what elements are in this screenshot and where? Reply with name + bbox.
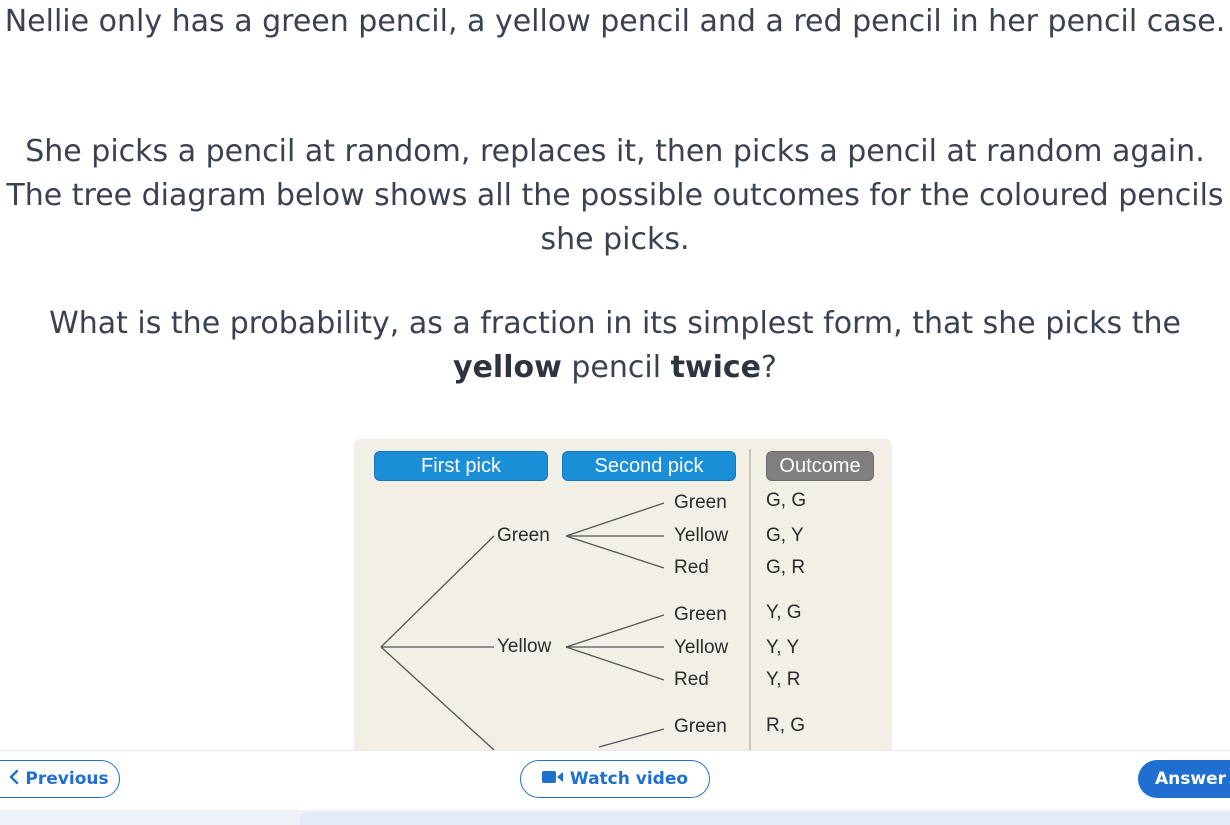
header-outcome: Outcome bbox=[766, 451, 874, 481]
branch-yg bbox=[565, 614, 665, 648]
outcome-2: G, Y bbox=[766, 525, 804, 546]
watch-video-button[interactable]: Watch video bbox=[520, 760, 710, 798]
outcome-3: G, R bbox=[766, 557, 806, 578]
question-end: ? bbox=[761, 350, 777, 385]
question-line-2: She picks a pencil at random, replaces i… bbox=[6, 134, 1224, 257]
previous-button[interactable]: Previous bbox=[0, 760, 120, 798]
second-label-6: Red bbox=[674, 669, 709, 690]
second-label-4: Green bbox=[674, 604, 727, 625]
watch-video-label: Watch video bbox=[569, 769, 689, 789]
previous-label: Previous bbox=[25, 769, 109, 789]
tree-branches bbox=[380, 449, 751, 750]
second-label-5: Yellow bbox=[674, 637, 729, 658]
branch-gr bbox=[565, 535, 665, 569]
branch-gg bbox=[565, 502, 665, 537]
answer-button[interactable]: Answer bbox=[1138, 760, 1230, 798]
outcome-7: R, G bbox=[766, 715, 806, 736]
chevron-left-icon bbox=[9, 769, 19, 790]
header-second-pick: Second pick bbox=[562, 451, 736, 481]
outcome-5: Y, Y bbox=[766, 637, 800, 658]
question-line-1: Nellie only has a green pencil, a yellow… bbox=[4, 4, 1226, 39]
second-label-3: Red bbox=[674, 557, 709, 578]
branch-yr bbox=[565, 646, 665, 681]
branch-rg bbox=[598, 728, 665, 748]
emphasis-yellow: yellow bbox=[453, 350, 562, 385]
tree-diagram: First pick Second pick Outcome Green Yel… bbox=[354, 439, 892, 750]
second-label-2: Yellow bbox=[674, 525, 729, 546]
bottom-strip-highlight bbox=[300, 812, 1230, 825]
outcome-4: Y, G bbox=[766, 602, 802, 623]
question-prefix: What is the probability, as a fraction i… bbox=[49, 306, 1181, 341]
video-camera-icon bbox=[541, 769, 564, 789]
second-label-7: Green bbox=[674, 716, 727, 737]
emphasis-twice: twice bbox=[670, 350, 762, 385]
answer-label: Answer bbox=[1155, 769, 1226, 789]
header-first-pick: First pick bbox=[374, 451, 548, 481]
outcome-1: G, G bbox=[766, 490, 807, 511]
branch-root-red bbox=[380, 646, 495, 750]
outcome-6: Y, R bbox=[766, 669, 801, 690]
branch-root-green bbox=[380, 535, 495, 648]
first-label-green: Green bbox=[497, 525, 550, 546]
question-line-3: What is the probability, as a fraction i… bbox=[0, 302, 1230, 390]
first-label-yellow: Yellow bbox=[497, 636, 552, 657]
second-label-1: Green bbox=[674, 492, 727, 513]
question-mid: pencil bbox=[561, 350, 671, 385]
